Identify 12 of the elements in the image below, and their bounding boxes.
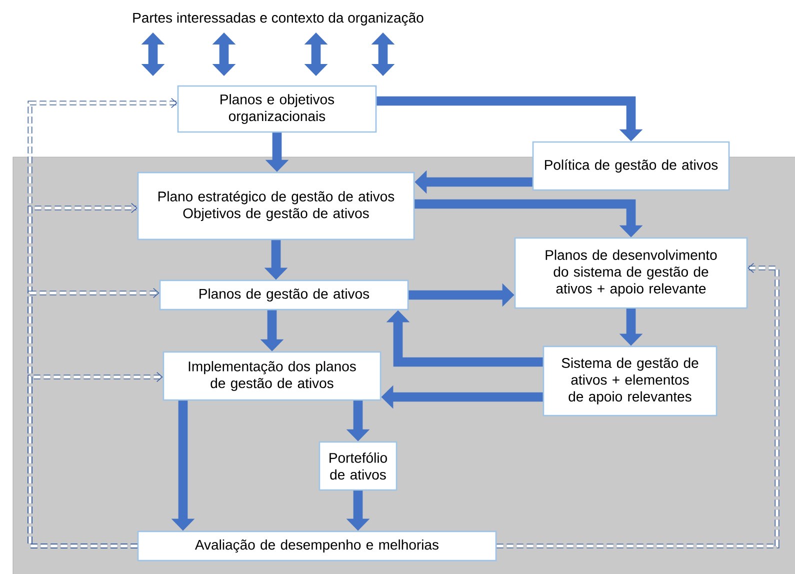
process-box: Plano estratégico de gestão de ativos Objetivos de gestão de ativos [137, 172, 415, 240]
process-box: Política de gestão de ativos [532, 141, 730, 191]
process-box: Planos de desenvolvimento do sistema de gestão de ativos + apoio relevante [514, 237, 748, 309]
process-box: Portefólio de ativos [318, 441, 398, 491]
process-box: Planos e objetivos organizacionais [177, 85, 377, 133]
process-box: Avaliação de desempenho e melhorias [137, 530, 497, 562]
process-box: Implementação dos planos de gestão de ativos [162, 351, 382, 401]
feedback-arrow [28, 372, 163, 548]
feedback-arrow [496, 262, 780, 548]
process-box: Planos de gestão de ativos [159, 280, 409, 310]
process-box: Sistema de gestão de ativos + elementos de apoio relevantes [542, 346, 718, 416]
context-label: Partes interessadas e contexto da organização [133, 12, 424, 26]
